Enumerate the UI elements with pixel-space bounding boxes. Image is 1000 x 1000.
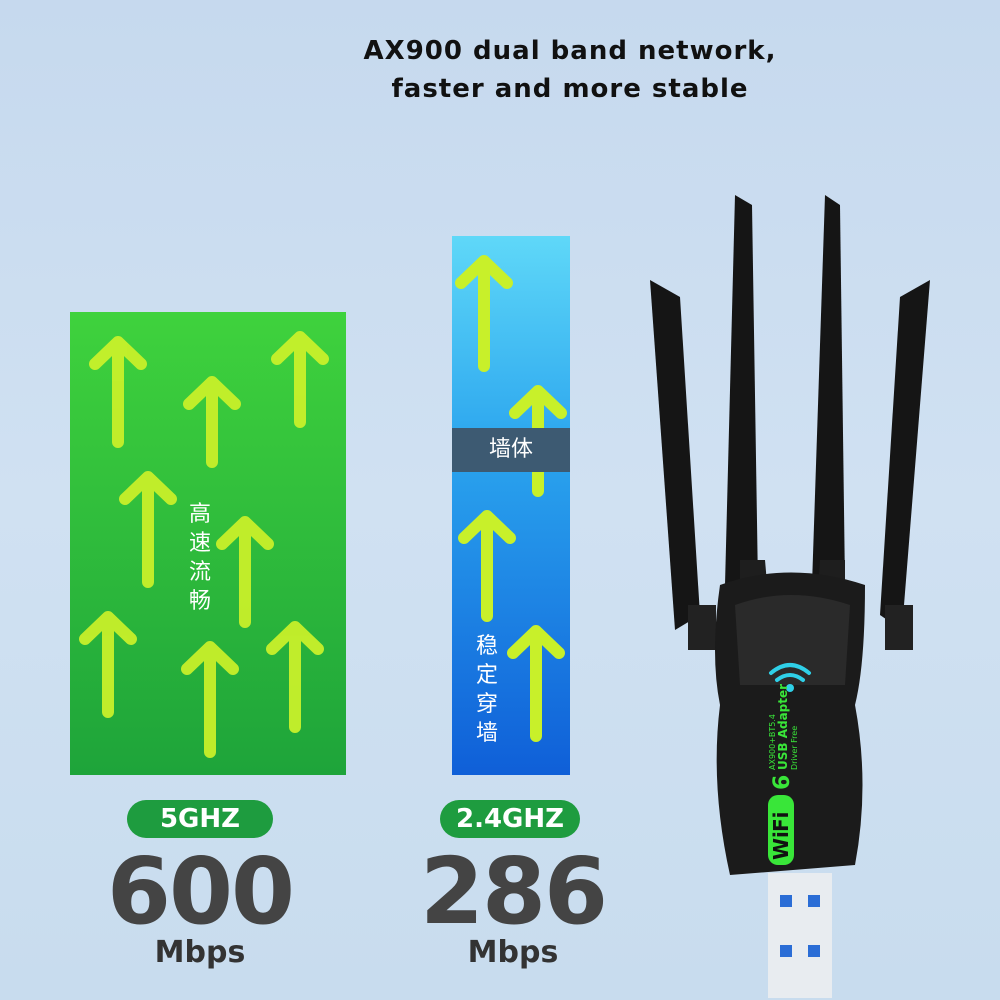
headline-line2: faster and more stable — [391, 74, 749, 104]
usb-connector — [768, 873, 832, 998]
arrow-up-icons — [455, 255, 567, 742]
24ghz-caption: 稳定穿墙 — [475, 634, 498, 746]
5ghz-panel: 高速流畅 — [70, 312, 346, 775]
svg-text:Fi: Fi — [769, 811, 793, 832]
svg-text:6: 6 — [770, 775, 795, 790]
usb-wifi-adapter: Wi Fi 6 AX900+BT5.4 USB Adapter Driver F… — [650, 195, 930, 998]
svg-text:Wi: Wi — [769, 831, 793, 860]
antenna-inner-right — [812, 195, 845, 590]
5ghz-unit: Mbps — [154, 935, 246, 970]
24ghz-unit: Mbps — [467, 935, 559, 970]
svg-text:Driver Free: Driver Free — [790, 726, 799, 770]
antenna-left — [650, 280, 700, 630]
24ghz-speed: 286 — [419, 838, 608, 945]
antenna-right — [880, 280, 930, 630]
24ghz-panel: 墙体 稳定穿墙 — [452, 236, 570, 775]
wall-band: 墙体 — [452, 428, 570, 472]
wifi-icon — [769, 663, 811, 682]
antenna-inner-left — [725, 195, 758, 590]
5ghz-speed: 600 — [106, 838, 295, 945]
arrow-up-icons — [79, 331, 329, 758]
svg-text:USB Adapter: USB Adapter — [776, 684, 790, 770]
svg-text:AX900+BT5.4: AX900+BT5.4 — [768, 714, 777, 770]
5ghz-caption: 高速流畅 — [188, 502, 211, 614]
device-label: Wi Fi 6 AX900+BT5.4 USB Adapter Driver F… — [768, 684, 799, 865]
headline-line1: AX900 dual band network, — [363, 36, 777, 66]
24ghz-badge: 2.4GHZ — [440, 800, 580, 838]
5ghz-badge: 5GHZ — [127, 800, 273, 838]
